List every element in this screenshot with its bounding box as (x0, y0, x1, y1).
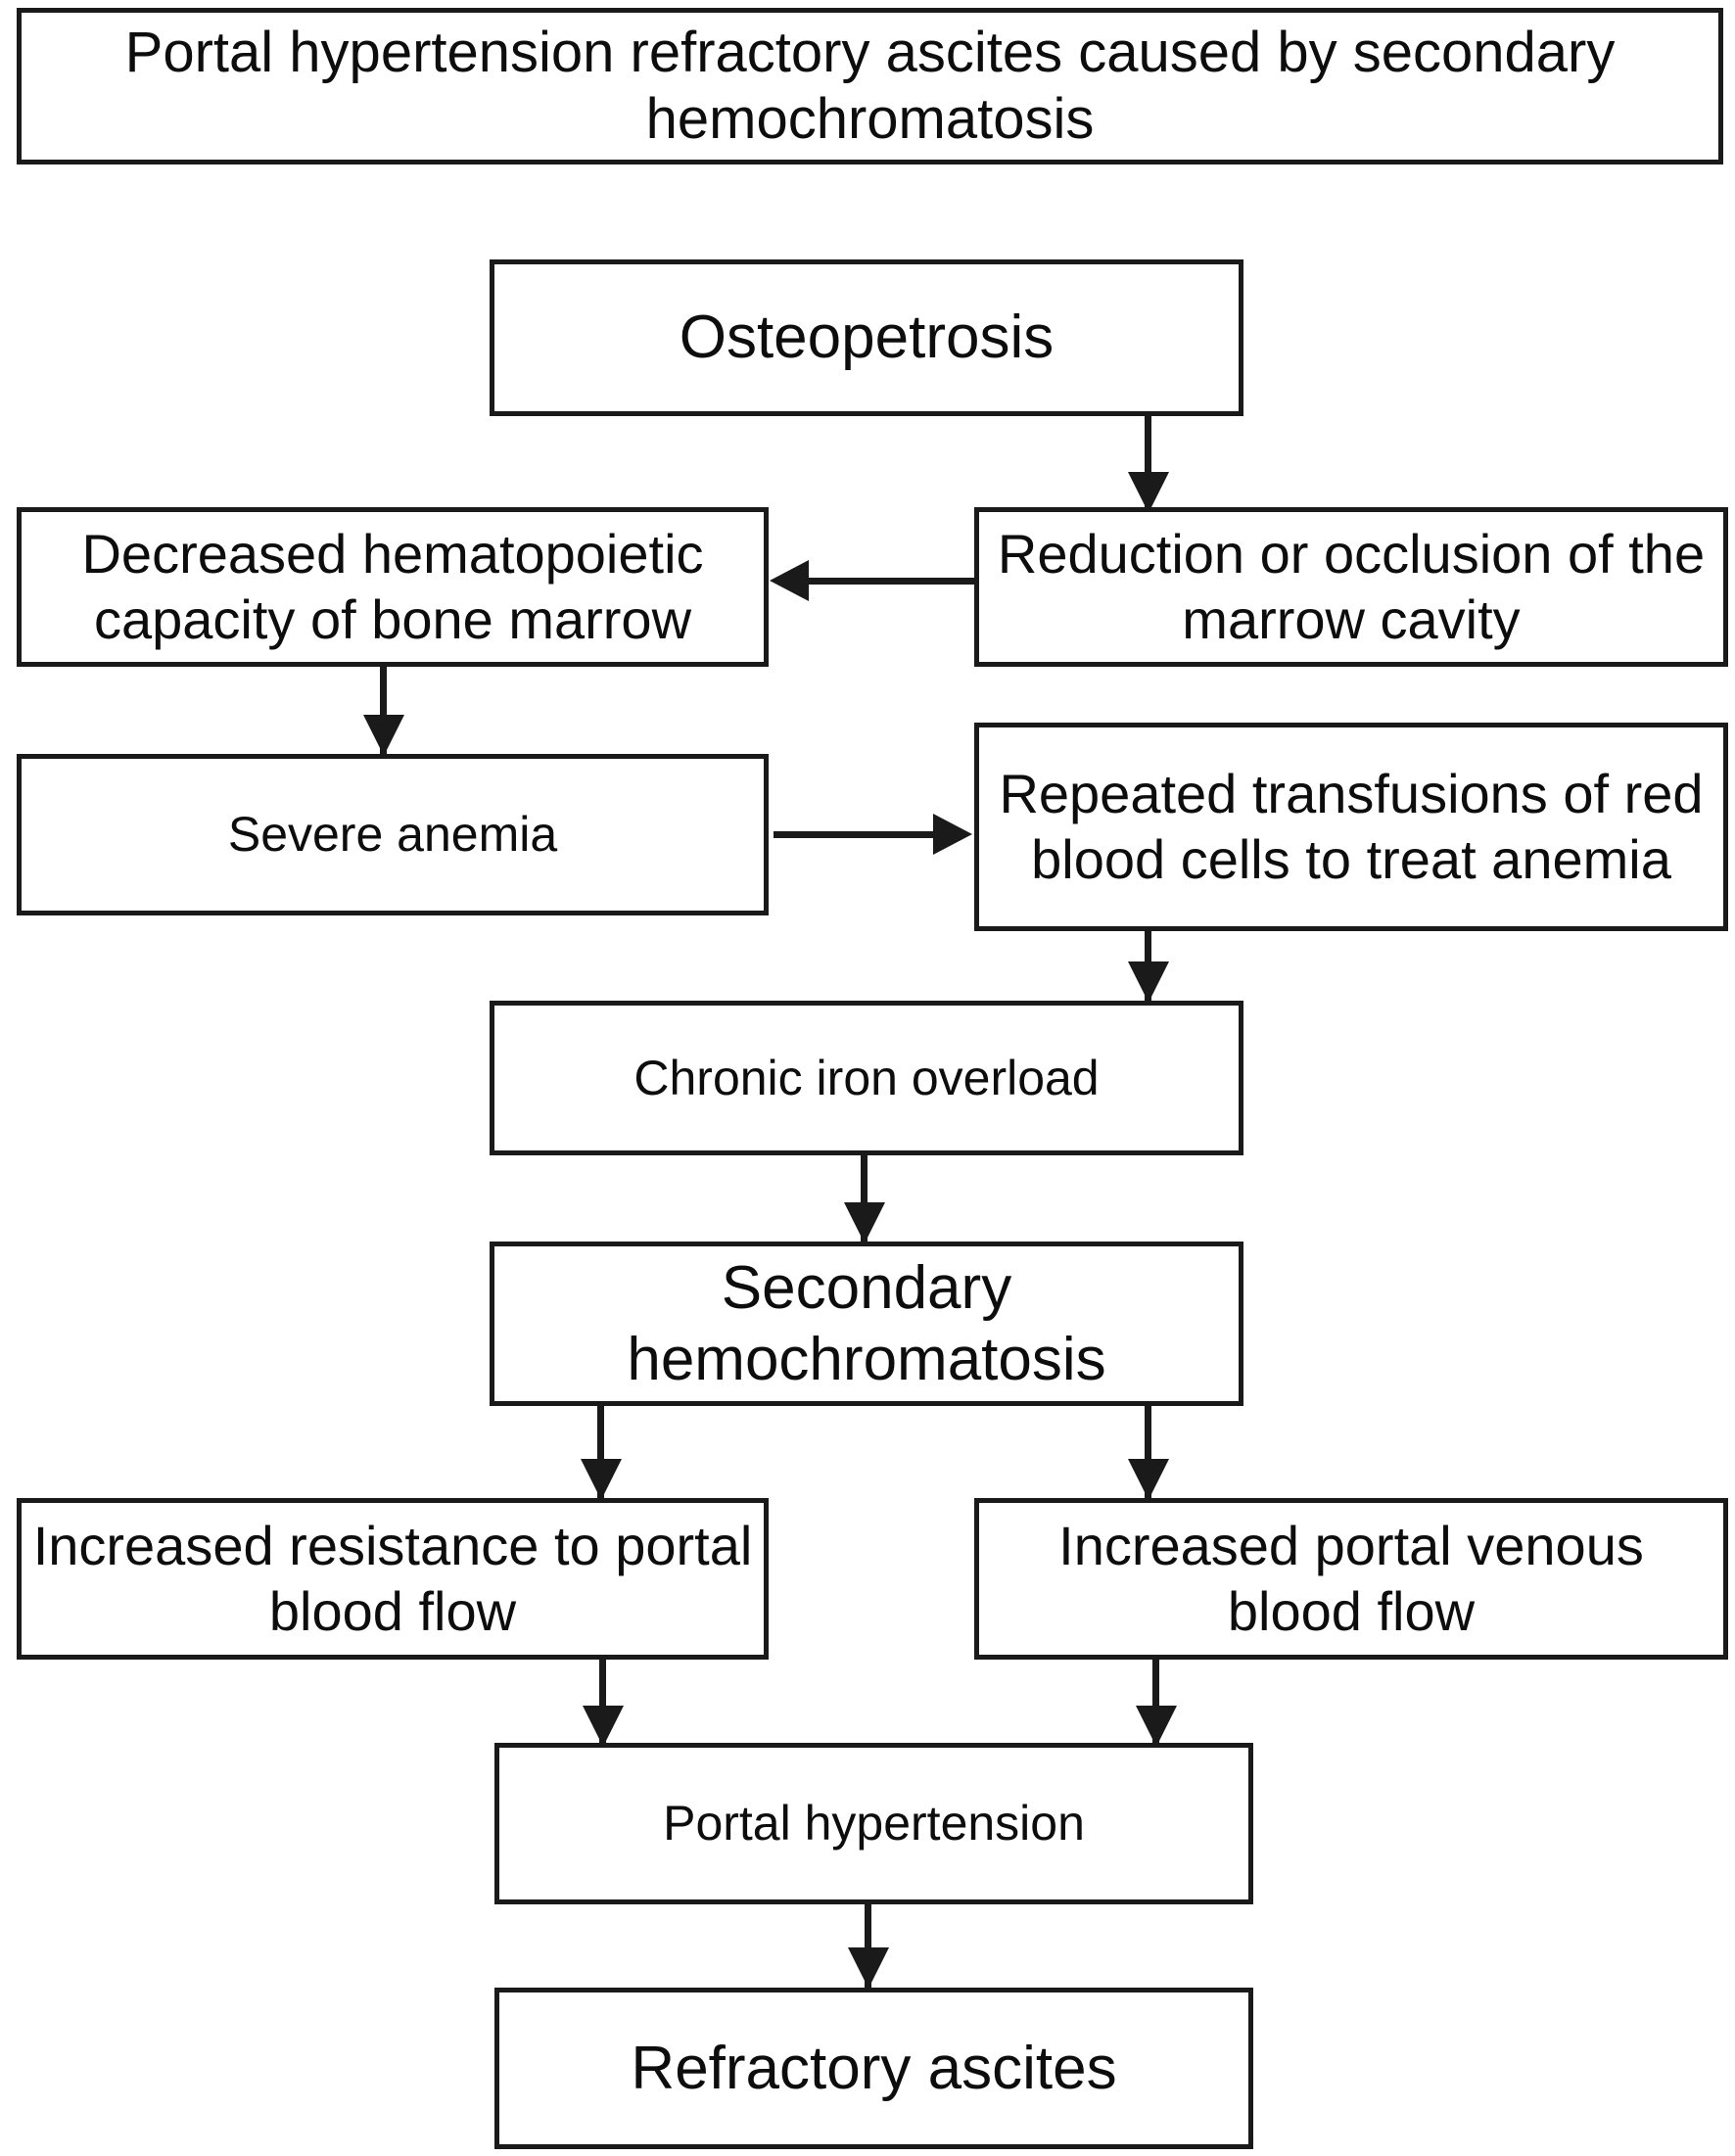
arrow-head-down-icon (848, 1947, 889, 1989)
edge-line-vertical (380, 667, 387, 757)
edge-line-vertical (861, 1155, 868, 1245)
node-repeated-transfusions-label: Repeated transfusions of red blood cells… (999, 763, 1704, 890)
node-repeated-transfusions: Repeated transfusions of red blood cells… (974, 723, 1728, 931)
edge-line-horizontal (774, 831, 936, 838)
node-refractory-ascites: Refractory ascites (494, 1988, 1253, 2149)
node-osteopetrosis-label: Osteopetrosis (679, 304, 1055, 372)
edge-line-horizontal (807, 578, 975, 585)
node-increased-resistance: Increased resistance to portal blood flo… (17, 1498, 769, 1660)
arrow-head-down-icon (363, 715, 404, 756)
node-chronic-iron-overload-label: Chronic iron overload (633, 1050, 1100, 1105)
edge-line-vertical (597, 1406, 604, 1501)
edge-line-vertical (1152, 1660, 1159, 1748)
node-severe-anemia: Severe anemia (17, 754, 769, 915)
node-severe-anemia-label: Severe anemia (227, 807, 558, 862)
arrow-head-down-icon (583, 1706, 624, 1747)
node-decreased-hematopoietic-capacity: Decreased hematopoietic capacity of bone… (17, 507, 769, 667)
arrow-head-down-icon (1128, 961, 1169, 1003)
node-increased-resistance-label: Increased resistance to portal blood flo… (32, 1515, 753, 1642)
node-portal-hypertension-label: Portal hypertension (663, 1796, 1085, 1851)
arrow-head-down-icon (1128, 1459, 1169, 1500)
node-secondary-hemochromatosis-label: Secondary hemochromatosis (627, 1253, 1106, 1393)
arrow-head-left-icon (770, 560, 809, 601)
figure-title-box: Portal hypertension refractory ascites c… (17, 8, 1723, 164)
arrow-head-down-icon (1128, 472, 1169, 513)
node-osteopetrosis: Osteopetrosis (490, 259, 1243, 416)
figure-title-text: Portal hypertension refractory ascites c… (124, 20, 1616, 151)
edge-line-vertical (1145, 1406, 1151, 1501)
edge-line-vertical (599, 1660, 606, 1748)
edge-line-vertical (1145, 416, 1151, 510)
node-secondary-hemochromatosis: Secondary hemochromatosis (490, 1242, 1243, 1406)
node-refractory-ascites-label: Refractory ascites (631, 2034, 1117, 2102)
arrow-head-down-icon (844, 1202, 885, 1243)
edge-line-vertical (865, 1904, 871, 1990)
node-chronic-iron-overload: Chronic iron overload (490, 1001, 1243, 1155)
arrow-head-down-icon (1136, 1706, 1177, 1747)
arrow-head-right-icon (933, 814, 972, 855)
node-decreased-hematopoietic-capacity-label: Decreased hematopoietic capacity of bone… (81, 523, 704, 650)
node-increased-portal-venous: Increased portal venous blood flow (974, 1498, 1728, 1660)
node-reduction-or-occlusion: Reduction or occlusion of the marrow cav… (974, 507, 1728, 667)
node-reduction-or-occlusion-label: Reduction or occlusion of the marrow cav… (997, 523, 1706, 650)
arrow-head-down-icon (581, 1459, 622, 1500)
node-increased-portal-venous-label: Increased portal venous blood flow (1058, 1515, 1644, 1642)
node-portal-hypertension: Portal hypertension (494, 1743, 1253, 1904)
